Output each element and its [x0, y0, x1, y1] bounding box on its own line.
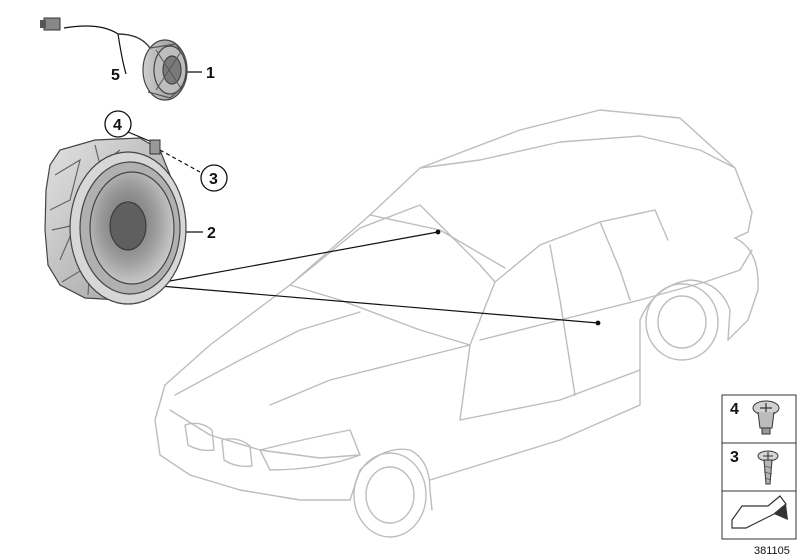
callout-2: 2 [207, 225, 216, 242]
car-outline [154, 109, 759, 538]
callout-5: 5 [111, 67, 120, 84]
clip-nut-icon [752, 400, 780, 435]
fastener-legend: 4 3 [721, 394, 797, 540]
woofer-part [44, 137, 187, 305]
callout-3: 3 [200, 164, 228, 192]
callout-1: 1 [206, 65, 215, 82]
callout-4: 4 [104, 110, 132, 138]
callout-4-label: 4 [113, 117, 122, 134]
screw-icon [757, 450, 779, 485]
callout-3-label: 3 [209, 171, 218, 188]
callout-5-label: 5 [111, 67, 120, 84]
callout-1-label: 1 [206, 65, 215, 82]
legend-row-4-label: 4 [730, 401, 739, 418]
legend-row-3-label: 3 [730, 449, 739, 466]
orientation-arrow-icon [731, 495, 788, 529]
tweeter-part [40, 17, 188, 101]
diagram-number: 381105 [754, 545, 790, 557]
callout-2-label: 2 [207, 225, 216, 242]
